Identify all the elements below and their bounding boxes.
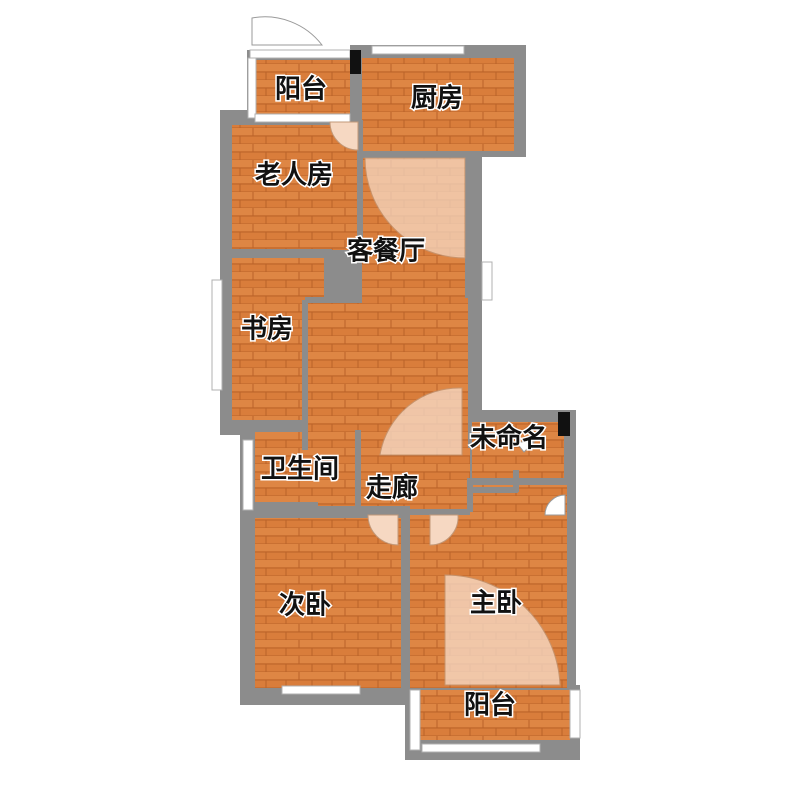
door-swing-unnamed (544, 494, 566, 516)
room-labels: 阳台 厨房 老人房 客餐厅 书房 未命名 卫生间 走廊 次卧 主卧 阳台 (239, 72, 549, 722)
room-label-study: 书房 (241, 315, 293, 345)
column-north (350, 50, 361, 74)
door-swing-master-balcony (444, 574, 561, 686)
windows (211, 45, 581, 753)
room-label-kitchen: 厨房 (411, 84, 463, 114)
room-label-second-bedroom: 次卧 (279, 591, 331, 621)
door-swing-living (379, 387, 463, 456)
door-swing-exterior (481, 261, 493, 301)
door-swing-closet (514, 441, 536, 453)
door-swing-balcony (251, 16, 324, 46)
room-label-living-dining: 客餐厅 (347, 236, 425, 267)
north-balcony (247, 49, 357, 123)
floor-south-balcony (420, 690, 570, 740)
room-label-balcony-south: 阳台 (464, 690, 516, 721)
room-label-master-bedroom: 主卧 (470, 589, 522, 619)
columns (350, 50, 570, 436)
floor-elder-room (232, 125, 358, 250)
door-swings (251, 16, 566, 686)
floor-kitchen (362, 58, 514, 151)
door-swing-master-bedroom (429, 514, 459, 546)
room-label-corridor: 走廊 (366, 473, 418, 504)
room-label-balcony-north: 阳台 (275, 74, 327, 105)
door-swing-kitchen (364, 157, 466, 259)
column-east (558, 412, 570, 436)
interior-walls (226, 120, 519, 692)
floor-unnamed (472, 422, 564, 478)
room-label-unnamed: 未命名 (470, 423, 548, 454)
room-label-elder-room: 老人房 (255, 161, 333, 191)
floor-second-bedroom (255, 518, 401, 688)
room-label-bathroom: 卫生间 (261, 455, 339, 485)
door-swing-second-bedroom (367, 514, 399, 546)
door-swing-elder (329, 121, 359, 151)
floor-study (232, 258, 324, 420)
